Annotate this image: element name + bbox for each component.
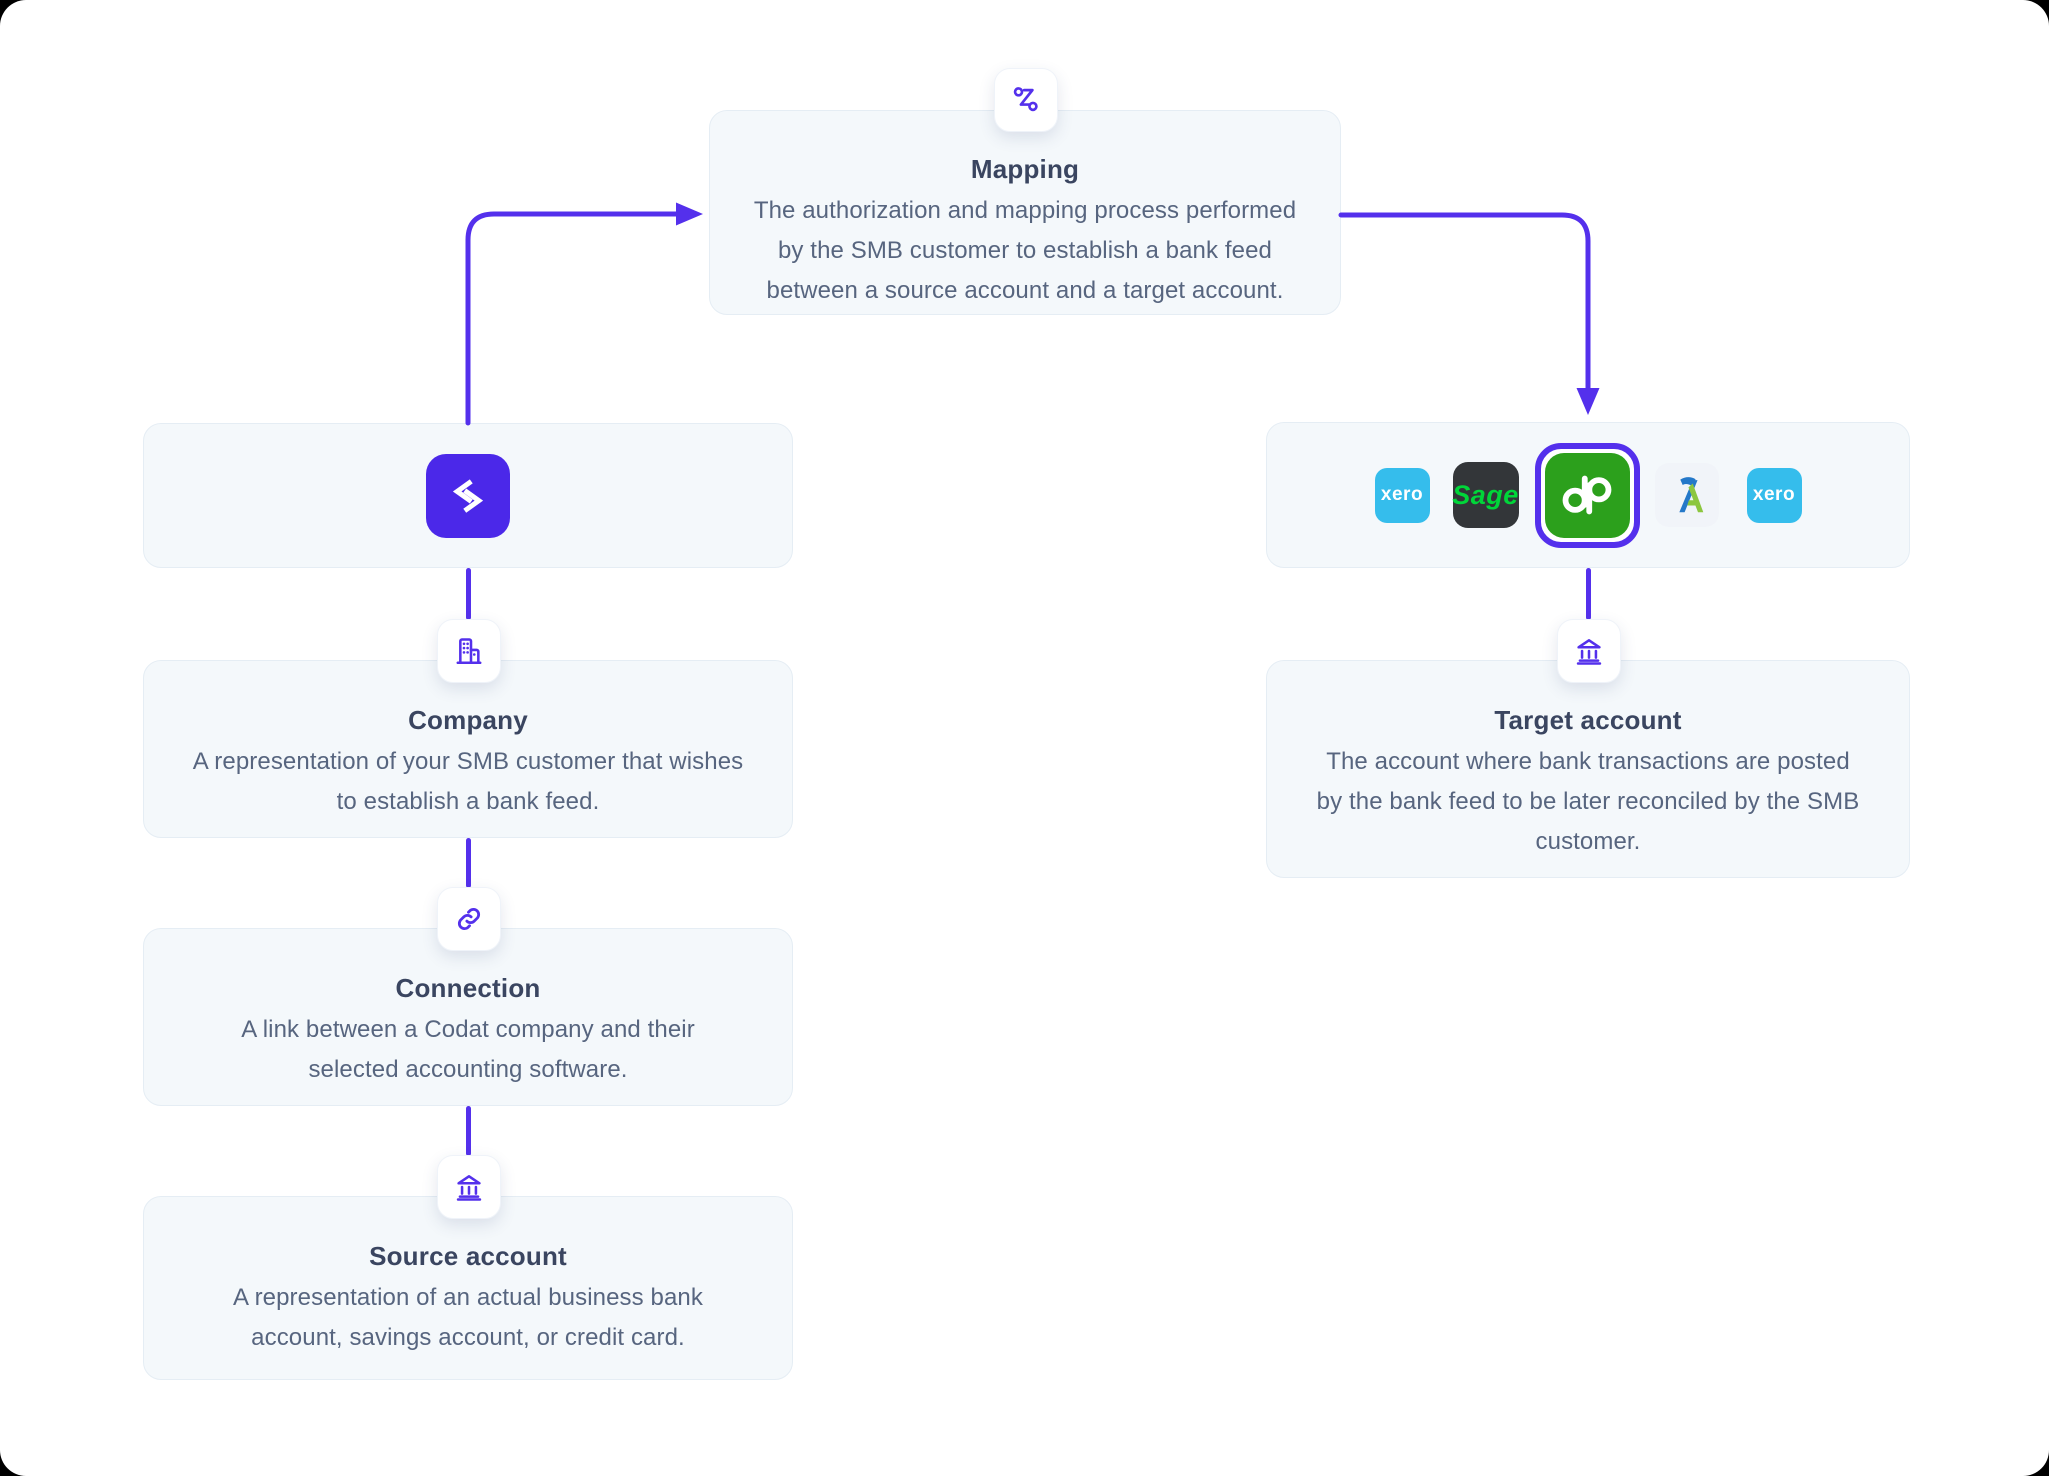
target-account-description: The account where bank transactions are … bbox=[1316, 748, 1860, 855]
connector-platforms-target bbox=[1585, 568, 1591, 620]
platform-logo-xero[interactable]: xero bbox=[1374, 467, 1430, 523]
company-card: Company A representation of your SMB cus… bbox=[143, 660, 793, 838]
platforms-card: xero Sage xero bbox=[1266, 422, 1910, 568]
quickbooks-tile bbox=[1544, 452, 1630, 538]
arrow-codat-to-mapping bbox=[465, 211, 680, 426]
target-account-badge bbox=[1557, 619, 1621, 683]
xero-wordmark: xero bbox=[1752, 484, 1796, 505]
codat-logo bbox=[426, 453, 510, 538]
bank-icon bbox=[456, 1175, 482, 1201]
xero-wordmark: xero bbox=[1380, 484, 1424, 505]
mapping-description: The authorization and mapping process pe… bbox=[753, 197, 1297, 304]
connection-title: Connection bbox=[395, 973, 541, 1003]
mapping-card: Mapping The authorization and mapping pr… bbox=[709, 110, 1341, 315]
company-title: Company bbox=[408, 705, 528, 735]
arrow-mapping-to-platforms bbox=[1338, 212, 1591, 392]
connector-connection-source bbox=[465, 1106, 471, 1156]
quickbooks-qb-icon bbox=[1562, 475, 1612, 515]
source-account-title: Source account bbox=[369, 1241, 567, 1271]
company-description: A representation of your SMB customer th… bbox=[192, 748, 744, 815]
platform-logo-freeagent[interactable] bbox=[1654, 463, 1719, 527]
route-icon bbox=[1013, 87, 1038, 112]
platform-logo-sage[interactable]: Sage bbox=[1452, 462, 1519, 528]
connector-company-connection bbox=[465, 838, 471, 888]
mapping-title: Mapping bbox=[970, 154, 1080, 184]
bank-icon bbox=[1576, 639, 1602, 665]
platform-logo-xero-2[interactable]: xero bbox=[1746, 467, 1802, 523]
connector-codat-company bbox=[465, 568, 471, 620]
source-account-card: Source account A representation of an ac… bbox=[143, 1196, 793, 1380]
freeagent-icon bbox=[1678, 477, 1703, 513]
building-icon bbox=[456, 638, 482, 664]
platform-logo-quickbooks-selected[interactable] bbox=[1534, 442, 1640, 548]
codat-card bbox=[143, 423, 793, 568]
target-account-card: Target account The account where bank tr… bbox=[1266, 660, 1910, 878]
source-account-description: A representation of an actual business b… bbox=[233, 1284, 703, 1351]
sage-wordmark: Sage bbox=[1452, 479, 1519, 510]
connection-card: Connection A link between a Codat compan… bbox=[143, 928, 793, 1106]
arrowhead-right-icon bbox=[676, 202, 703, 226]
arrowhead-down-icon bbox=[1576, 388, 1600, 415]
company-badge bbox=[437, 619, 501, 683]
target-account-title: Target account bbox=[1494, 705, 1682, 735]
link-icon bbox=[457, 907, 481, 931]
connection-badge bbox=[437, 887, 501, 951]
source-account-badge bbox=[437, 1155, 501, 1219]
mapping-badge bbox=[994, 68, 1058, 132]
connection-description: A link between a Codat company and their… bbox=[241, 1016, 695, 1083]
codat-chevrons-icon bbox=[452, 478, 484, 513]
